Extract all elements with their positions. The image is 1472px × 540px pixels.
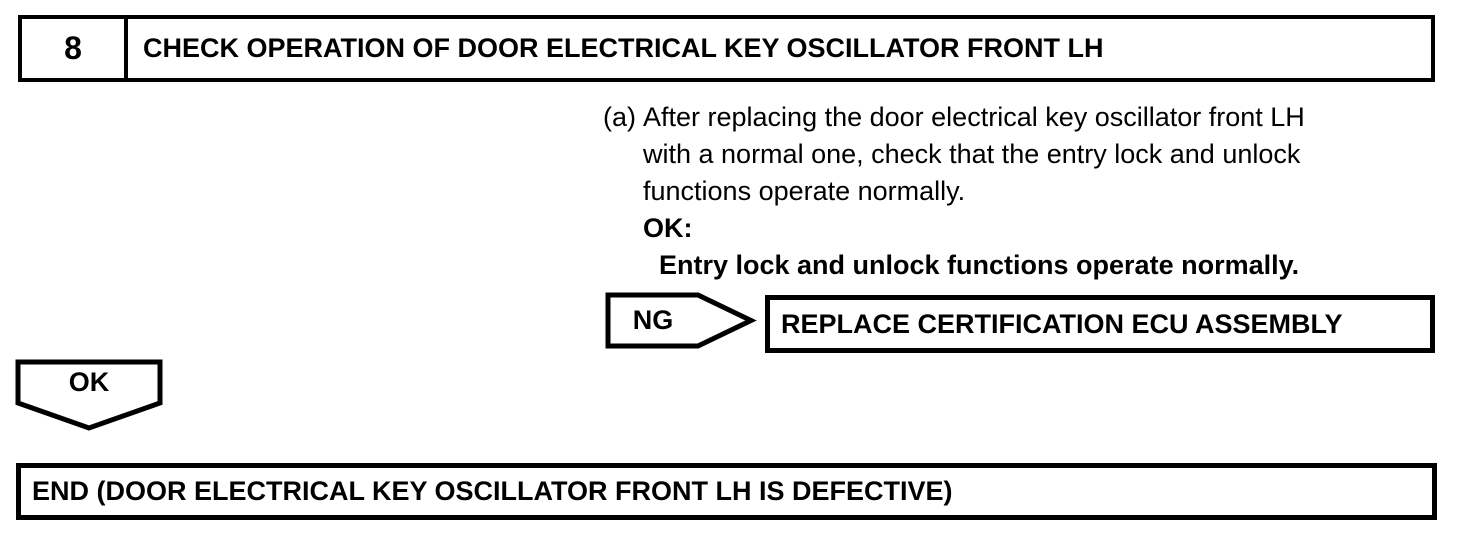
replace-action-box: REPLACE CERTIFICATION ECU ASSEMBLY: [765, 295, 1435, 353]
step-number: 8: [22, 19, 128, 78]
procedure-line: After replacing the door electrical key …: [643, 102, 1305, 132]
ok-connector: OK: [15, 359, 163, 435]
ng-arrow-icon: [605, 292, 757, 349]
procedure-text-block: (a) After replacing the door electrical …: [603, 99, 1433, 284]
replace-action-text: REPLACE CERTIFICATION ECU ASSEMBLY: [781, 308, 1343, 339]
ok-label: OK: [68, 367, 110, 397]
end-text: END (DOOR ELECTRICAL KEY OSCILLATOR FRON…: [32, 476, 953, 506]
ng-connector: NG: [605, 292, 761, 350]
step-header-box: 8 CHECK OPERATION OF DOOR ELECTRICAL KEY…: [18, 15, 1435, 82]
procedure-line: with a normal one, check that the entry …: [643, 139, 1301, 169]
ok-condition-label: OK:: [643, 213, 693, 243]
list-item-label: (a): [603, 102, 636, 132]
procedure-line: functions operate normally.: [643, 176, 966, 206]
end-box: END (DOOR ELECTRICAL KEY OSCILLATOR FRON…: [16, 463, 1437, 520]
ok-arrow-icon: [15, 359, 163, 431]
ng-label: NG: [632, 305, 674, 335]
procedure-body: After replacing the door electrical key …: [643, 99, 1433, 284]
ok-condition-text: Entry lock and unlock functions operate …: [659, 250, 1300, 280]
step-title: CHECK OPERATION OF DOOR ELECTRICAL KEY O…: [143, 33, 1104, 63]
